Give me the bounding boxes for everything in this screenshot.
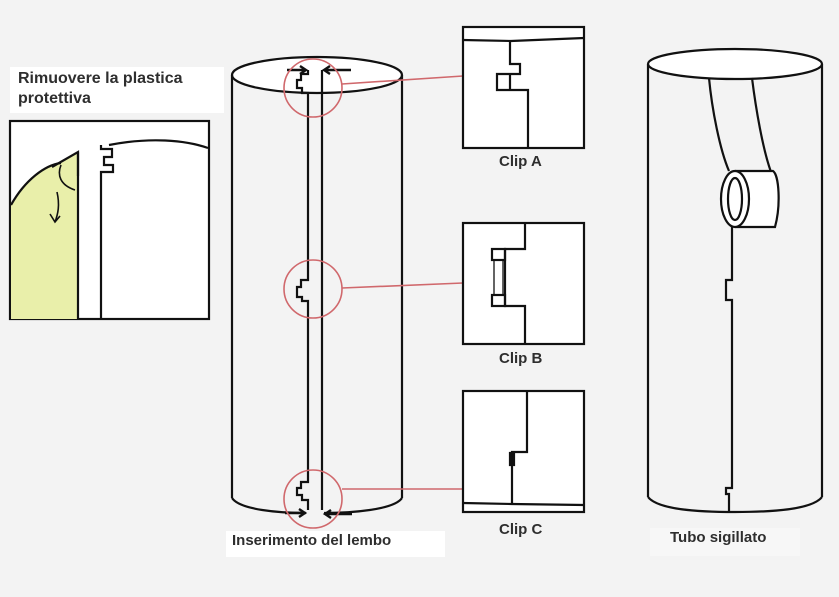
- tab-slot-profile: [99, 145, 115, 319]
- protective-plastic-sheet: [11, 152, 78, 319]
- sealed-top-ellipse: [646, 47, 824, 81]
- tube-bottom-curve: [231, 497, 307, 515]
- sealed-tube-caption: Tubo sigillato: [650, 528, 801, 556]
- clip-a-frame: [461, 25, 586, 150]
- callout-leader-b: [341, 282, 464, 289]
- arrow-left-top-icon: [321, 65, 351, 75]
- peeled-fold: [58, 164, 76, 191]
- clip-a-profile: [495, 41, 530, 148]
- tube-top-ellipse: [230, 55, 404, 95]
- callout-leader-a: [341, 75, 464, 85]
- sealing-ring-inner: [726, 176, 744, 222]
- clip-a-detail: [461, 25, 586, 150]
- clip-b-insert: [493, 259, 504, 296]
- clip-b-profile: [503, 223, 527, 344]
- clip-c-profile: [510, 391, 529, 505]
- sealing-ring-outer: [719, 169, 751, 229]
- flap-insertion-caption: Inserimento del lembo: [226, 531, 445, 557]
- clip-b-frame: [461, 221, 586, 346]
- sealed-seam: [724, 227, 734, 511]
- sealed-tube: [646, 47, 824, 514]
- arrow-left-bottom-icon: [322, 509, 352, 519]
- clip-c-bottom-edge: [462, 501, 585, 507]
- tube-top-curve: [108, 139, 209, 150]
- clip-c-detail: [461, 389, 586, 514]
- callout-circle-a: [283, 58, 343, 118]
- remove-plastic-panel: [8, 119, 211, 321]
- seam-left-profile: [295, 70, 310, 510]
- clip-a-caption: Clip A: [499, 153, 542, 170]
- clip-b-detail: [461, 221, 586, 346]
- callouts: [283, 58, 464, 529]
- peel-arrow-icon: [49, 191, 61, 224]
- callout-circle-c: [283, 469, 343, 529]
- clip-c-notch: [508, 451, 516, 467]
- callout-circle-b: [283, 259, 343, 319]
- sealed-bottom-curve: [647, 496, 823, 514]
- clip-b-caption: Clip B: [499, 350, 543, 367]
- tube-bottom-curve-right: [323, 497, 403, 515]
- flap-insertion-tube: [230, 55, 404, 519]
- remove-plastic-caption: Rimuovere la plastica protettiva: [10, 67, 224, 113]
- clip-c-caption: Clip C: [499, 521, 543, 538]
- sealing-strip: [707, 77, 773, 173]
